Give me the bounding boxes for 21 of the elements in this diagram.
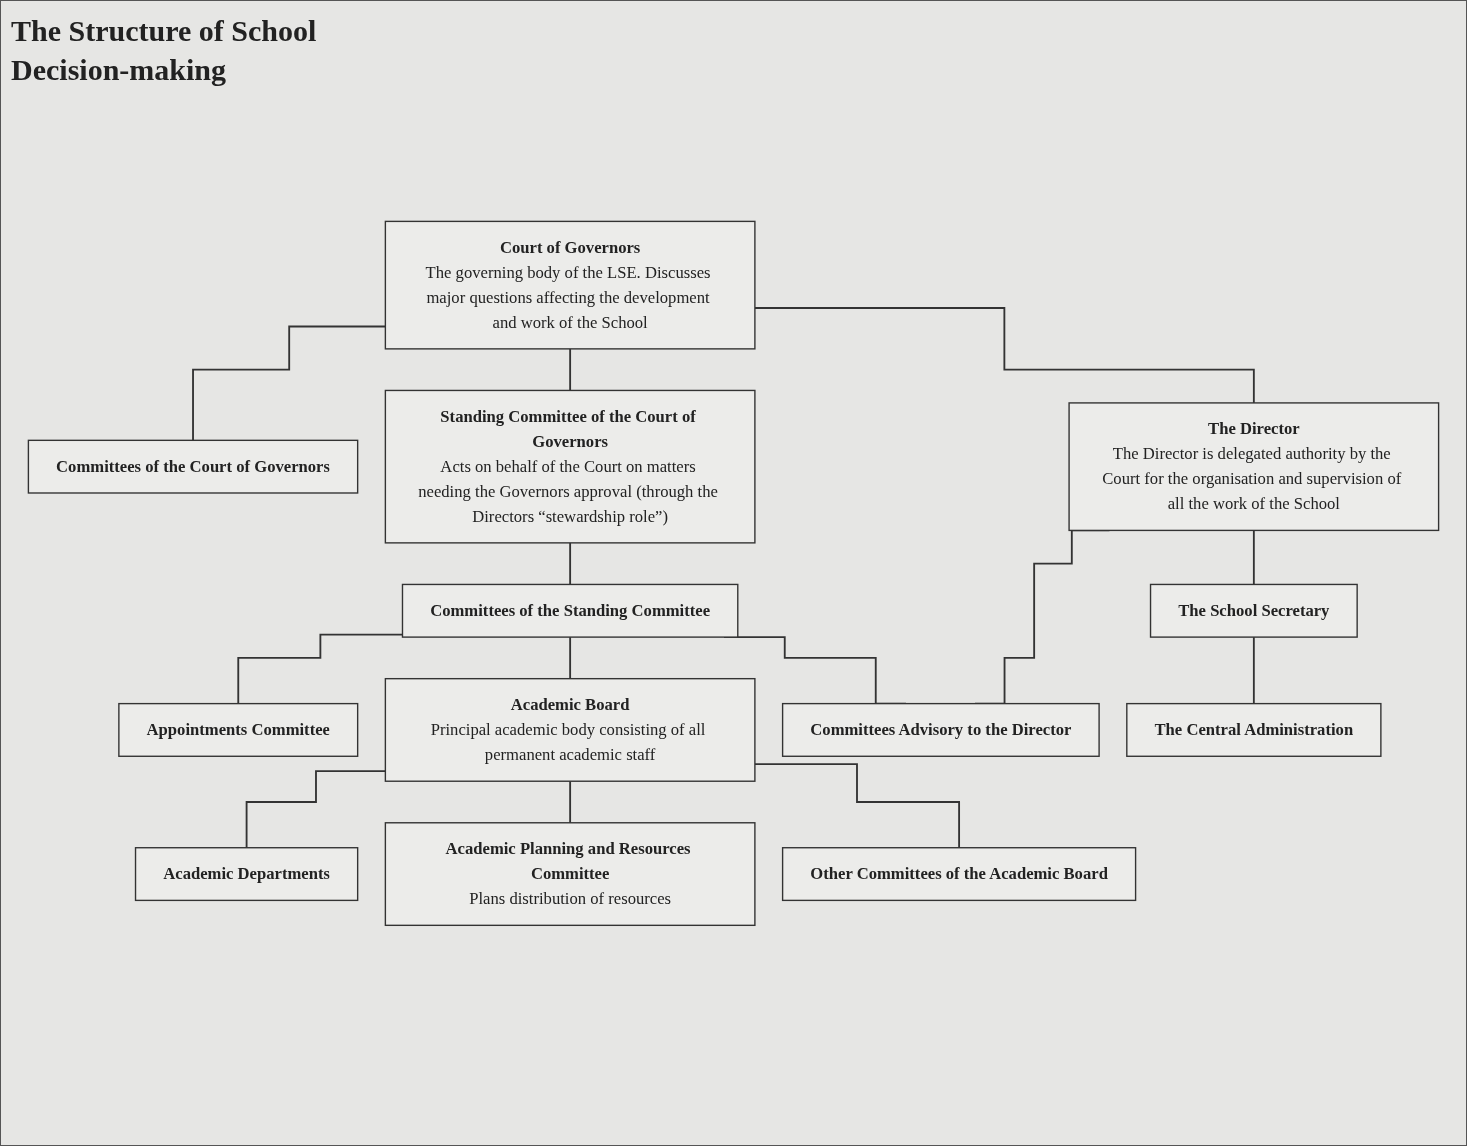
connector bbox=[569, 541, 572, 585]
node-box: Academic Board Principal academic body consisting of all permanent academic staff bbox=[384, 677, 756, 782]
node-box: Court of Governors The governing body of the LSE. Discusses major questions affecting the development and work of the School bbox=[384, 220, 756, 350]
connector bbox=[569, 635, 572, 680]
node-box: Academic Departments bbox=[134, 846, 359, 901]
connector bbox=[237, 633, 404, 705]
node-box: Other Committees of the Academic Board bbox=[781, 846, 1137, 901]
connector bbox=[1252, 529, 1255, 585]
diagram-title: The Structure of School Decision-making bbox=[11, 13, 318, 88]
node-box: Academic Planning and Resources Committee Plans distribution of resources bbox=[384, 821, 756, 926]
node-box: The Central Administration bbox=[1126, 702, 1382, 757]
connector bbox=[1252, 635, 1255, 705]
node-box: The Director The Director is delegated authority by the Court for the organisation and supervision of all the work of the School bbox=[1068, 401, 1440, 531]
node-box: Standing Committee of the Court of Governors Acts on behalf of the Court on matters needing the Governors approval (through the Directors “stewardship role”) bbox=[384, 389, 756, 544]
node-box: The School Secretary bbox=[1149, 583, 1358, 638]
connector bbox=[569, 347, 572, 391]
node-box: Appointments Committee bbox=[118, 702, 359, 757]
node-box: Committees of the Court of Governors bbox=[27, 439, 359, 494]
node-box: Committees of the Standing Committee bbox=[401, 583, 739, 638]
connector bbox=[569, 779, 572, 824]
node-box: Committees Advisory to the Director bbox=[781, 702, 1100, 757]
